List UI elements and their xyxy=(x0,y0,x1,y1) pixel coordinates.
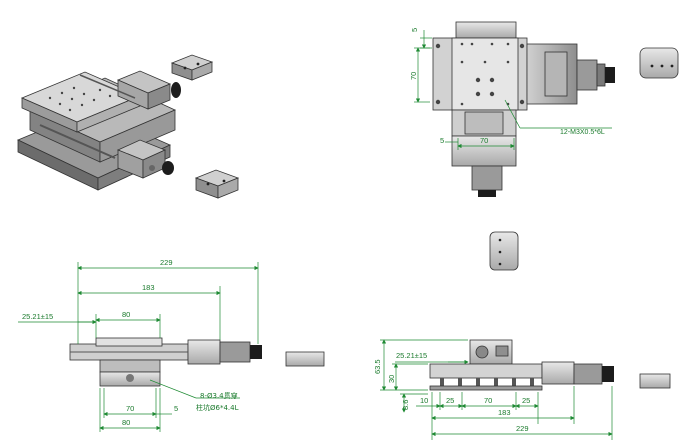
side-dim-229: 229 xyxy=(516,424,529,433)
front-note-line1: 8-Ø3.4贯穿 xyxy=(200,391,238,400)
front-dim-offset: 25.21±15 xyxy=(22,312,53,321)
side-dim-8-6: 8.6 xyxy=(401,400,410,410)
top-dim-70-bottom: 70 xyxy=(480,136,488,145)
front-note-line2: 柱坑Ø6*4.4L xyxy=(196,403,239,412)
front-view: 229 183 80 25.21±15 70 5 80 8-Ø3.4贯穿 柱坑Ø… xyxy=(18,258,325,432)
front-dim-80-bottom: 80 xyxy=(122,418,130,427)
side-dim-25-right: 25 xyxy=(522,396,530,405)
isometric-stage-view xyxy=(17,54,240,199)
front-dim-5: 5 xyxy=(174,404,178,413)
top-dim-5-bottom: 5 xyxy=(440,136,444,145)
top-dim-70-left: 70 xyxy=(409,72,418,80)
side-dim-25-left: 25 xyxy=(446,396,454,405)
side-dim-183: 183 xyxy=(498,408,511,417)
top-view: 5 70 5 70 12-M3X0.5*6L xyxy=(409,21,679,271)
top-thread-callout: 12-M3X0.5*6L xyxy=(560,129,605,136)
front-dim-70: 70 xyxy=(126,404,134,413)
side-dim-70: 70 xyxy=(484,396,492,405)
side-dim-10: 10 xyxy=(420,396,428,405)
front-dim-183: 183 xyxy=(142,283,155,292)
side-dim-30: 30 xyxy=(387,375,396,383)
front-dim-80-top: 80 xyxy=(122,310,130,319)
front-dim-229: 229 xyxy=(160,258,173,267)
top-dim-5-left: 5 xyxy=(410,28,419,32)
side-dim-63-5: 63.5 xyxy=(373,359,382,374)
side-dim-offset: 25.21±15 xyxy=(396,351,427,360)
side-view: 63.5 30 8.6 25.21±15 10 25 70 25 183 229 xyxy=(373,339,671,440)
